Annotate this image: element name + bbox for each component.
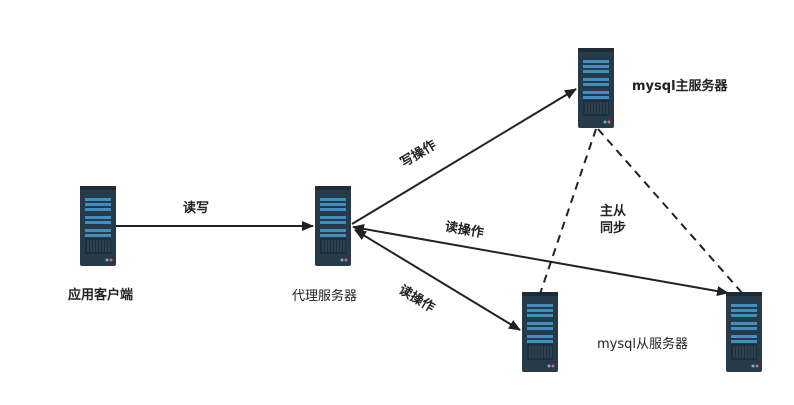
master-server-icon bbox=[577, 47, 615, 129]
proxy-master-arrow bbox=[351, 88, 577, 225]
master-label: mysql主服务器 bbox=[632, 79, 728, 94]
replication-label-line1: 主从 bbox=[600, 204, 627, 219]
client-proxy-label: 读写 bbox=[183, 201, 210, 216]
proxy-label: 代理服务器 bbox=[292, 289, 358, 304]
slave-server-bottom-icon bbox=[521, 291, 559, 373]
replication-line-right bbox=[597, 128, 744, 295]
slave-label: mysql从服务器 bbox=[597, 337, 688, 352]
replication-line-bottom bbox=[539, 128, 597, 295]
client-label: 应用客户端 bbox=[68, 288, 134, 303]
slave-server-right-icon bbox=[725, 291, 763, 373]
proxy-slave-bottom-arrow bbox=[354, 229, 521, 331]
replication-label-line2: 同步 bbox=[600, 221, 627, 236]
client-server-icon bbox=[79, 185, 117, 267]
proxy-server-icon bbox=[314, 185, 352, 267]
